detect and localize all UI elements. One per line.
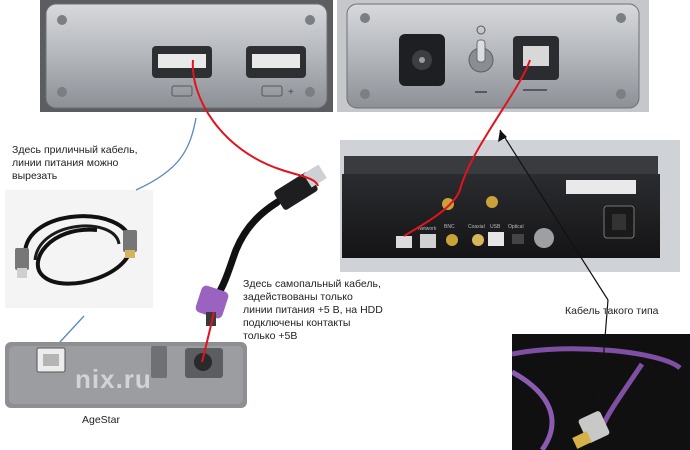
media-player-rear-photo: Network BNC Coaxial USB Optical xyxy=(340,140,680,272)
screw-icon xyxy=(57,87,67,97)
optical-port-icon xyxy=(512,234,524,244)
svg-text:USB: USB xyxy=(490,224,501,230)
svg-text:BNC: BNC xyxy=(444,224,455,230)
svg-text:Network: Network xyxy=(418,226,437,232)
xlr-connector-icon xyxy=(534,228,554,248)
power-plug-icon xyxy=(195,285,229,326)
usb-hub-front-drawing: + xyxy=(40,0,333,112)
good-cable-caption: Здесь приличный кабель, линии питания мо… xyxy=(12,144,138,182)
usb-plug-icon xyxy=(572,411,610,449)
plus-marking: + xyxy=(288,87,294,98)
black-pointer-lines xyxy=(498,129,609,402)
screw-icon xyxy=(360,89,370,99)
usb-port-icon xyxy=(152,46,212,78)
red-wire-hub-to-enclosure xyxy=(191,59,319,187)
media-player-rear-drawing: Network BNC Coaxial USB Optical xyxy=(340,140,680,272)
usb-b-port-icon xyxy=(36,347,66,373)
wifi-antenna-connector-icon xyxy=(486,196,498,208)
coaxial-connector-icon xyxy=(472,234,484,246)
usb-plug-icon xyxy=(15,248,29,278)
good-cable-photo xyxy=(5,190,153,308)
screw-icon xyxy=(616,13,626,23)
network-port-icon: Network xyxy=(418,226,437,248)
port-marking-icon xyxy=(261,85,283,97)
agestar-enclosure-photo: nix.ru xyxy=(5,342,247,408)
usb-port-icon xyxy=(246,46,306,78)
watermark: nix.ru xyxy=(75,364,152,394)
usb-a-plug-icon xyxy=(274,164,327,210)
usb-b-input-icon xyxy=(488,232,504,246)
svg-text:Coaxial: Coaxial xyxy=(468,224,485,230)
rating-label xyxy=(566,180,636,194)
agestar-caption: AgeStar xyxy=(82,414,120,426)
good-cable-drawing xyxy=(5,190,153,308)
svg-text:Optical: Optical xyxy=(508,224,524,230)
cable-type-caption: Кабель такого типа xyxy=(565,305,659,317)
blue-pointer-to-hub xyxy=(135,117,197,191)
usb-hub-back-drawing xyxy=(337,0,649,112)
usb-hub-back-photo xyxy=(337,0,649,112)
power-symbol-icon xyxy=(476,25,486,35)
power-jack-icon xyxy=(185,348,223,378)
port-marking-icon xyxy=(171,85,193,97)
screw-icon xyxy=(305,87,315,97)
wifi-antenna-connector-icon xyxy=(442,198,454,210)
toggle-switch-icon xyxy=(468,25,494,73)
enclosure-switch-icon xyxy=(151,346,167,378)
agestar-enclosure-drawing xyxy=(5,342,247,408)
bnc-connector-icon xyxy=(446,234,458,246)
screw-icon xyxy=(360,13,370,23)
usb-plug-icon xyxy=(123,230,137,258)
blue-pointer-to-enclosure xyxy=(59,315,85,343)
screw-icon xyxy=(616,89,626,99)
usb-b-port-icon xyxy=(513,36,559,91)
usb-hub-front-photo: + xyxy=(40,0,333,112)
screw-icon xyxy=(305,15,315,25)
homemade-cable-caption: Здесь самопальный кабель, задействованы … xyxy=(243,278,383,342)
red-wire-plug-to-jack xyxy=(201,311,215,363)
screw-icon xyxy=(57,15,67,25)
power-jack-icon xyxy=(399,34,445,86)
rear-usb-port-icon xyxy=(396,236,412,248)
red-wire-hub-to-player xyxy=(403,59,531,237)
homemade-usb-cable xyxy=(195,164,327,326)
